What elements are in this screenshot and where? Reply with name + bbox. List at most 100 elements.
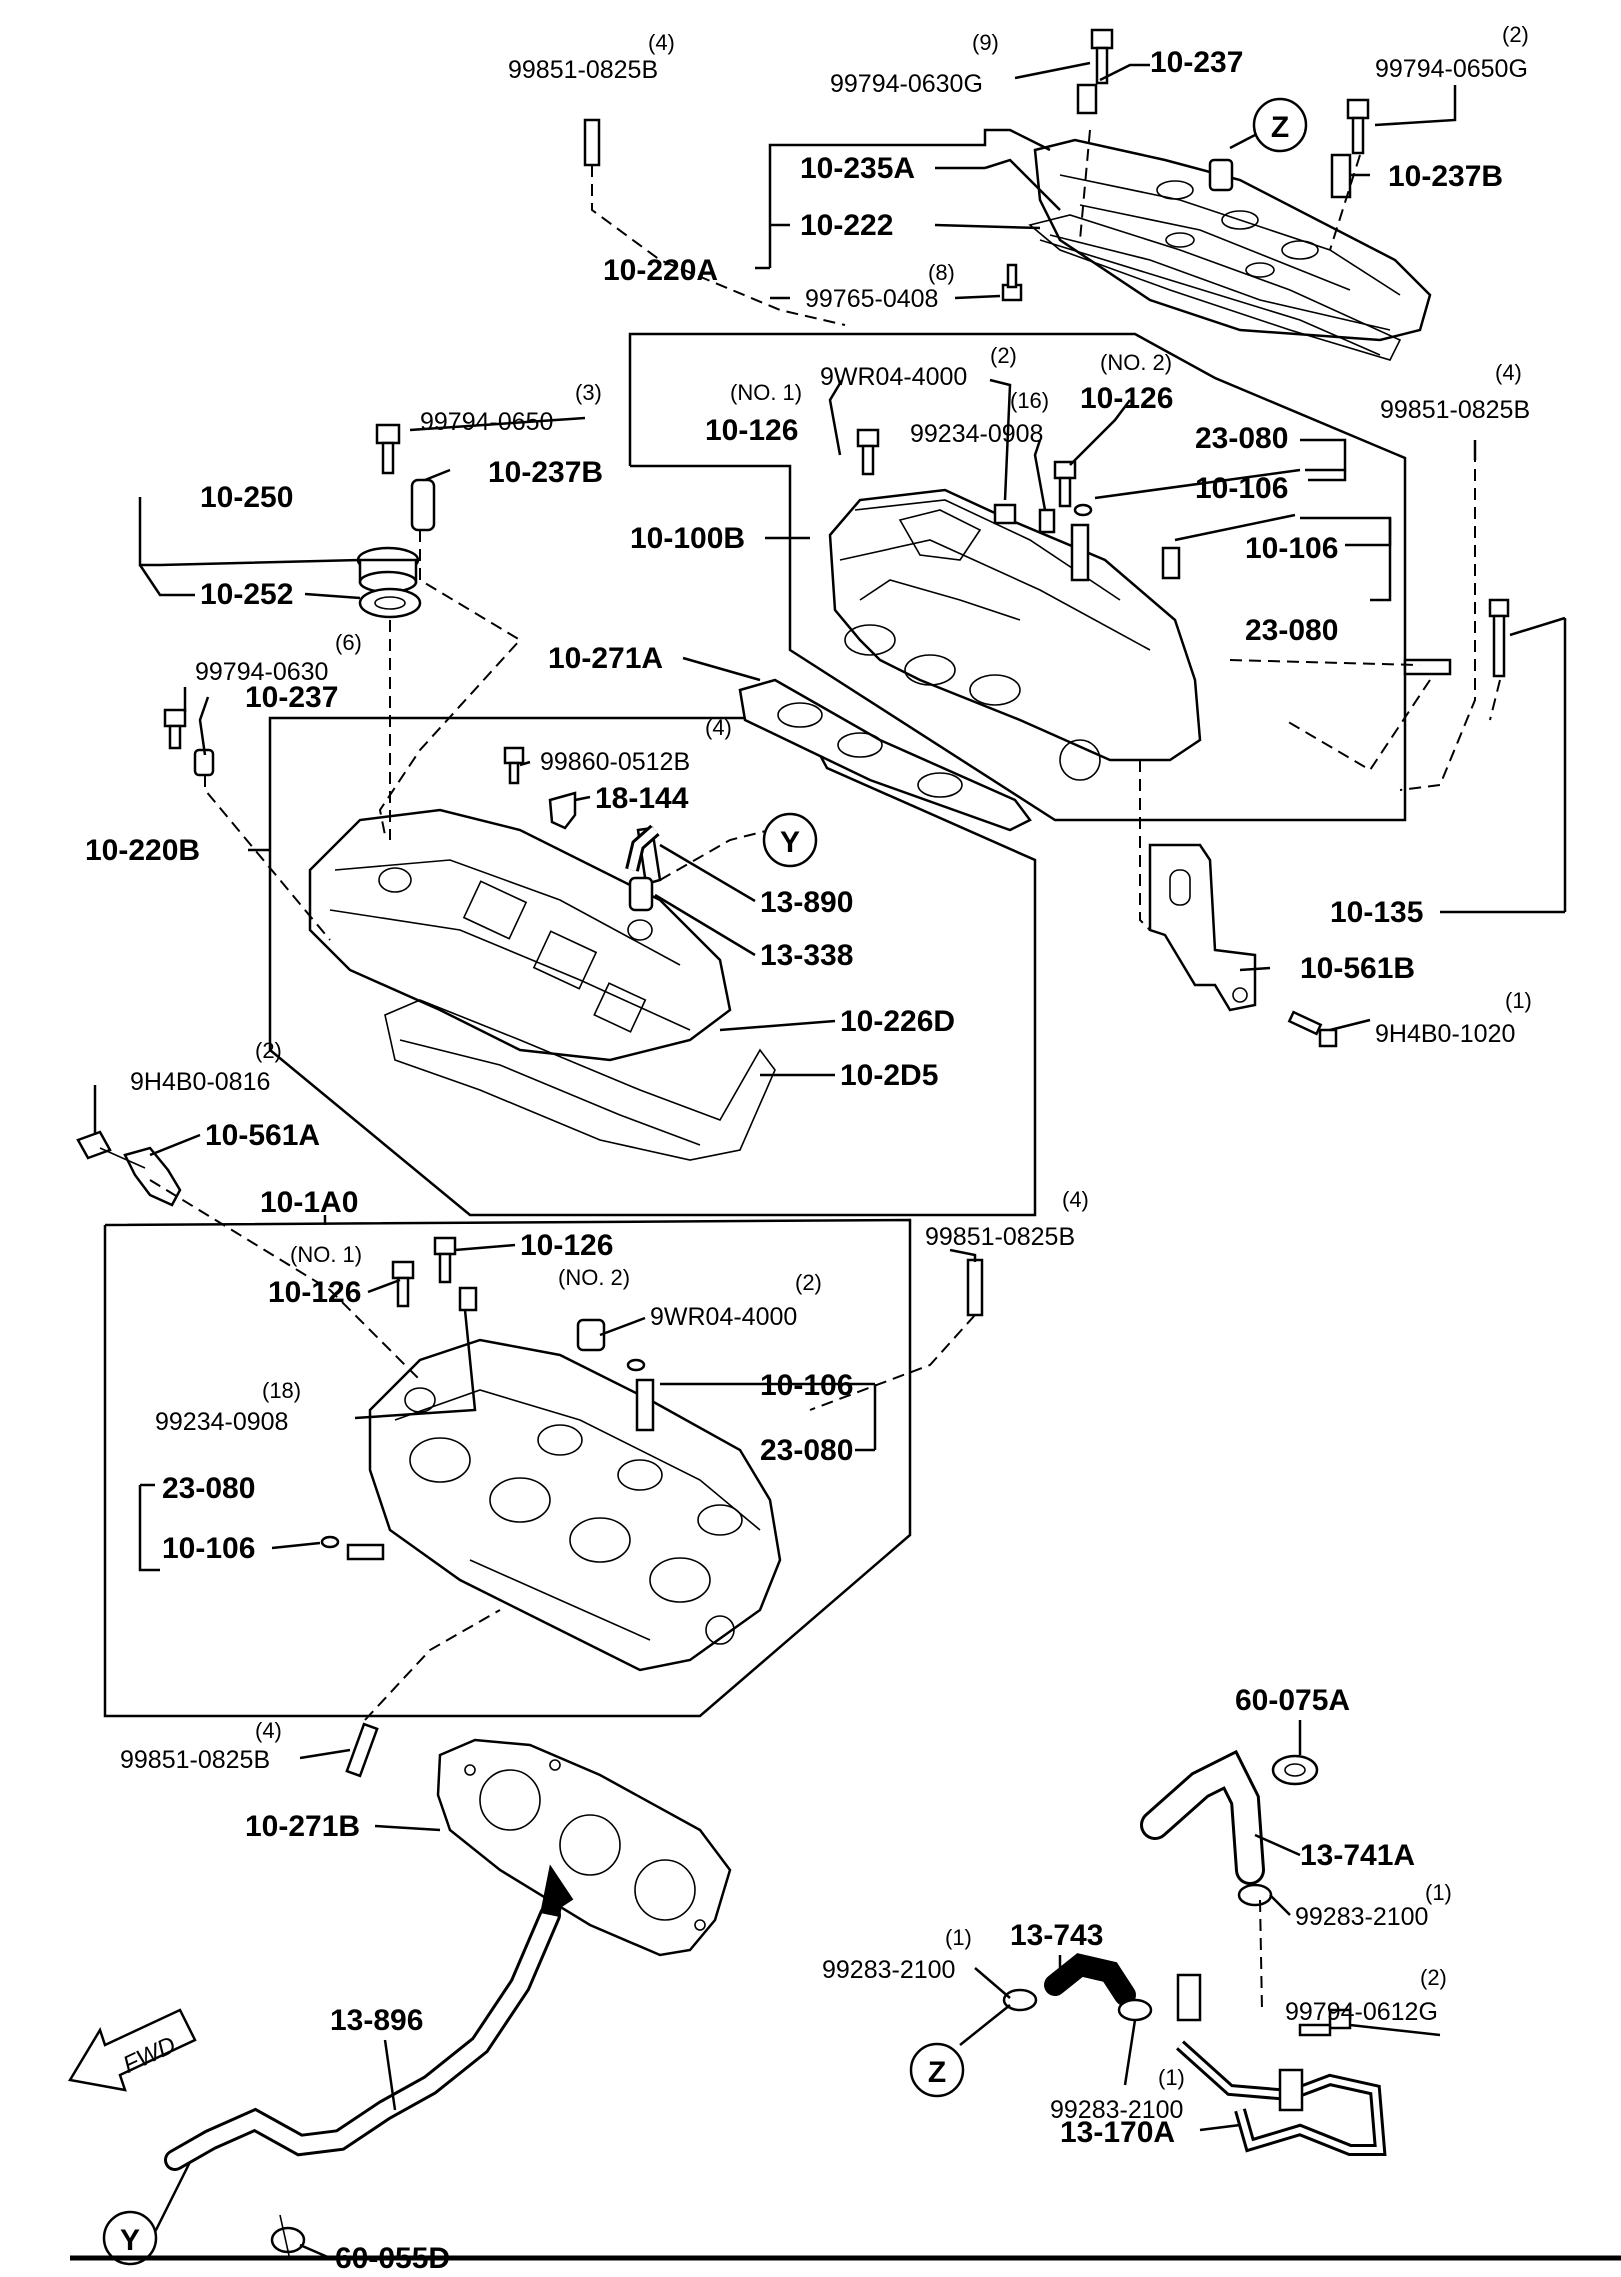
valve-cover-gasket-10-222	[1028, 214, 1402, 361]
svg-text:99851-0825B: 99851-0825B	[508, 56, 658, 84]
svg-text:99860-0512B: 99860-0512B	[540, 748, 690, 776]
oil-filler-cap-10-250	[356, 546, 420, 594]
group-box-10-1A0	[103, 1218, 912, 1718]
clamp-60-055D	[270, 2214, 306, 2261]
svg-text:(4): (4)	[255, 1718, 282, 1743]
svg-text:(2): (2)	[795, 1270, 822, 1295]
pipe-13-170A	[1175, 1973, 1387, 2156]
svg-text:10-135: 10-135	[1330, 896, 1423, 929]
svg-text:23-080: 23-080	[162, 1472, 255, 1505]
bracket-18-144	[548, 791, 577, 830]
svg-text:(2): (2)	[990, 343, 1017, 368]
svg-text:10-235A: 10-235A	[800, 152, 915, 185]
svg-text:10-2D5: 10-2D5	[840, 1059, 938, 1092]
svg-text:99794-0650: 99794-0650	[420, 408, 553, 436]
stud-mid	[966, 1258, 984, 1317]
svg-text:(4): (4)	[648, 30, 675, 55]
bolt-99765-0408	[1001, 263, 1023, 302]
svg-text:(8): (8)	[928, 260, 955, 285]
svg-text:99234-0908: 99234-0908	[155, 1408, 288, 1436]
svg-text:10-1A0: 10-1A0	[260, 1186, 358, 1219]
svg-text:23-080: 23-080	[1245, 614, 1338, 647]
svg-text:99794-0612G: 99794-0612G	[1285, 1998, 1438, 2026]
svg-text:10-271A: 10-271A	[548, 642, 663, 675]
stud-top	[583, 118, 601, 167]
clamp-99283-2100-a	[1237, 1883, 1273, 1907]
svg-text:99794-0650G: 99794-0650G	[1375, 55, 1528, 83]
svg-text:99794-0630G: 99794-0630G	[830, 70, 983, 98]
svg-text:(4): (4)	[1495, 360, 1522, 385]
svg-text:99283-2100: 99283-2100	[1295, 1903, 1428, 1931]
svg-text:13-741A: 13-741A	[1300, 1839, 1415, 1872]
svg-text:(6): (6)	[335, 630, 362, 655]
marker-z-bottom: Z	[909, 2042, 965, 2098]
valve-cover-gasket-10-2D5	[384, 999, 776, 1161]
hose-13-743	[1044, 1953, 1136, 2006]
svg-text:10-237: 10-237	[1150, 46, 1243, 79]
svg-text:(3): (3)	[575, 380, 602, 405]
bolt-10-126-no2-top	[1053, 460, 1077, 508]
grommet-10-237B-left	[410, 478, 436, 532]
seal-10-106-top-a	[1070, 503, 1093, 582]
svg-text:Z: Z	[1271, 111, 1289, 144]
bracket-10-561A	[76, 1130, 182, 1207]
svg-text:(NO. 2): (NO. 2)	[1100, 350, 1172, 375]
svg-text:10-106: 10-106	[162, 1532, 255, 1565]
svg-text:(2): (2)	[255, 1038, 282, 1063]
svg-text:Y: Y	[780, 826, 800, 859]
bolt-99860-0512B	[503, 746, 525, 785]
svg-text:(2): (2)	[1502, 22, 1529, 47]
cap-9WR04-4000-top	[993, 503, 1017, 525]
svg-text:99283-2100: 99283-2100	[822, 1956, 955, 1984]
head-gasket-10-271B	[436, 1738, 732, 1957]
pin-99234-0908-top	[1038, 508, 1056, 534]
svg-text:10-226D: 10-226D	[840, 1005, 955, 1038]
svg-text:99851-0825B: 99851-0825B	[120, 1746, 270, 1774]
bracket-10-561B	[1148, 843, 1257, 1012]
svg-text:Z: Z	[928, 2056, 946, 2089]
svg-text:18-144: 18-144	[595, 782, 689, 815]
stud-right	[1403, 658, 1452, 676]
exhaust-gasket-10-271A	[738, 678, 1032, 832]
bolt-10-126-low-a	[391, 1260, 415, 1308]
cap-9WR04-4000-low	[576, 1318, 606, 1352]
valve-cover-middle	[308, 808, 732, 1062]
stud-low	[345, 1722, 379, 1778]
svg-text:99283-2100: 99283-2100	[1050, 2096, 1183, 2124]
svg-text:10-220A: 10-220A	[603, 254, 718, 287]
svg-text:10-106: 10-106	[1245, 532, 1338, 565]
svg-text:13-170A: 13-170A	[1060, 2116, 1175, 2149]
svg-text:10-222: 10-222	[800, 209, 893, 242]
svg-text:99794-0630: 99794-0630	[195, 658, 328, 686]
svg-text:23-080: 23-080	[760, 1434, 853, 1467]
bolt-10-126-low-b	[433, 1236, 457, 1284]
svg-text:9WR04-4000: 9WR04-4000	[650, 1303, 797, 1331]
grommet-10-237B-top	[1330, 153, 1352, 199]
svg-text:99234-0908: 99234-0908	[910, 420, 1043, 448]
svg-text:13-338: 13-338	[760, 939, 853, 972]
svg-text:99851-0825B: 99851-0825B	[1380, 396, 1530, 424]
group-box-10-220B	[268, 716, 1037, 1217]
fwd-arrow-icon: FWD	[67, 2008, 197, 2092]
svg-text:9WR04-4000: 9WR04-4000	[820, 363, 967, 391]
marker-y-bottom: Y	[102, 2210, 158, 2266]
pin-99234-0908-low	[458, 1286, 478, 1312]
svg-text:99851-0825B: 99851-0825B	[925, 1223, 1075, 1251]
svg-text:10-271B: 10-271B	[245, 1810, 360, 1843]
svg-text:(2): (2)	[1420, 1965, 1447, 1990]
marker-y-mid: Y	[762, 812, 818, 868]
svg-text:(1): (1)	[1505, 988, 1532, 1013]
svg-text:10-252: 10-252	[200, 578, 293, 611]
pcv-valve-13-338	[628, 876, 654, 912]
svg-text:9H4B0-1020: 9H4B0-1020	[1375, 1020, 1515, 1048]
clamp-99283-2100-b	[1002, 1988, 1038, 2012]
svg-text:Y: Y	[120, 2224, 140, 2257]
cylinder-head-upper	[828, 488, 1202, 781]
bolt-10-126-no1-top	[856, 428, 880, 476]
svg-text:23-080: 23-080	[1195, 422, 1288, 455]
bolt-99794-0612G	[1298, 2008, 1352, 2037]
svg-text:9H4B0-0816: 9H4B0-0816	[130, 1068, 270, 1096]
bolt-99794-0630G	[1090, 28, 1114, 85]
bolt-9H4B0-1020	[1287, 1010, 1338, 1048]
seal-10-252	[358, 587, 422, 619]
